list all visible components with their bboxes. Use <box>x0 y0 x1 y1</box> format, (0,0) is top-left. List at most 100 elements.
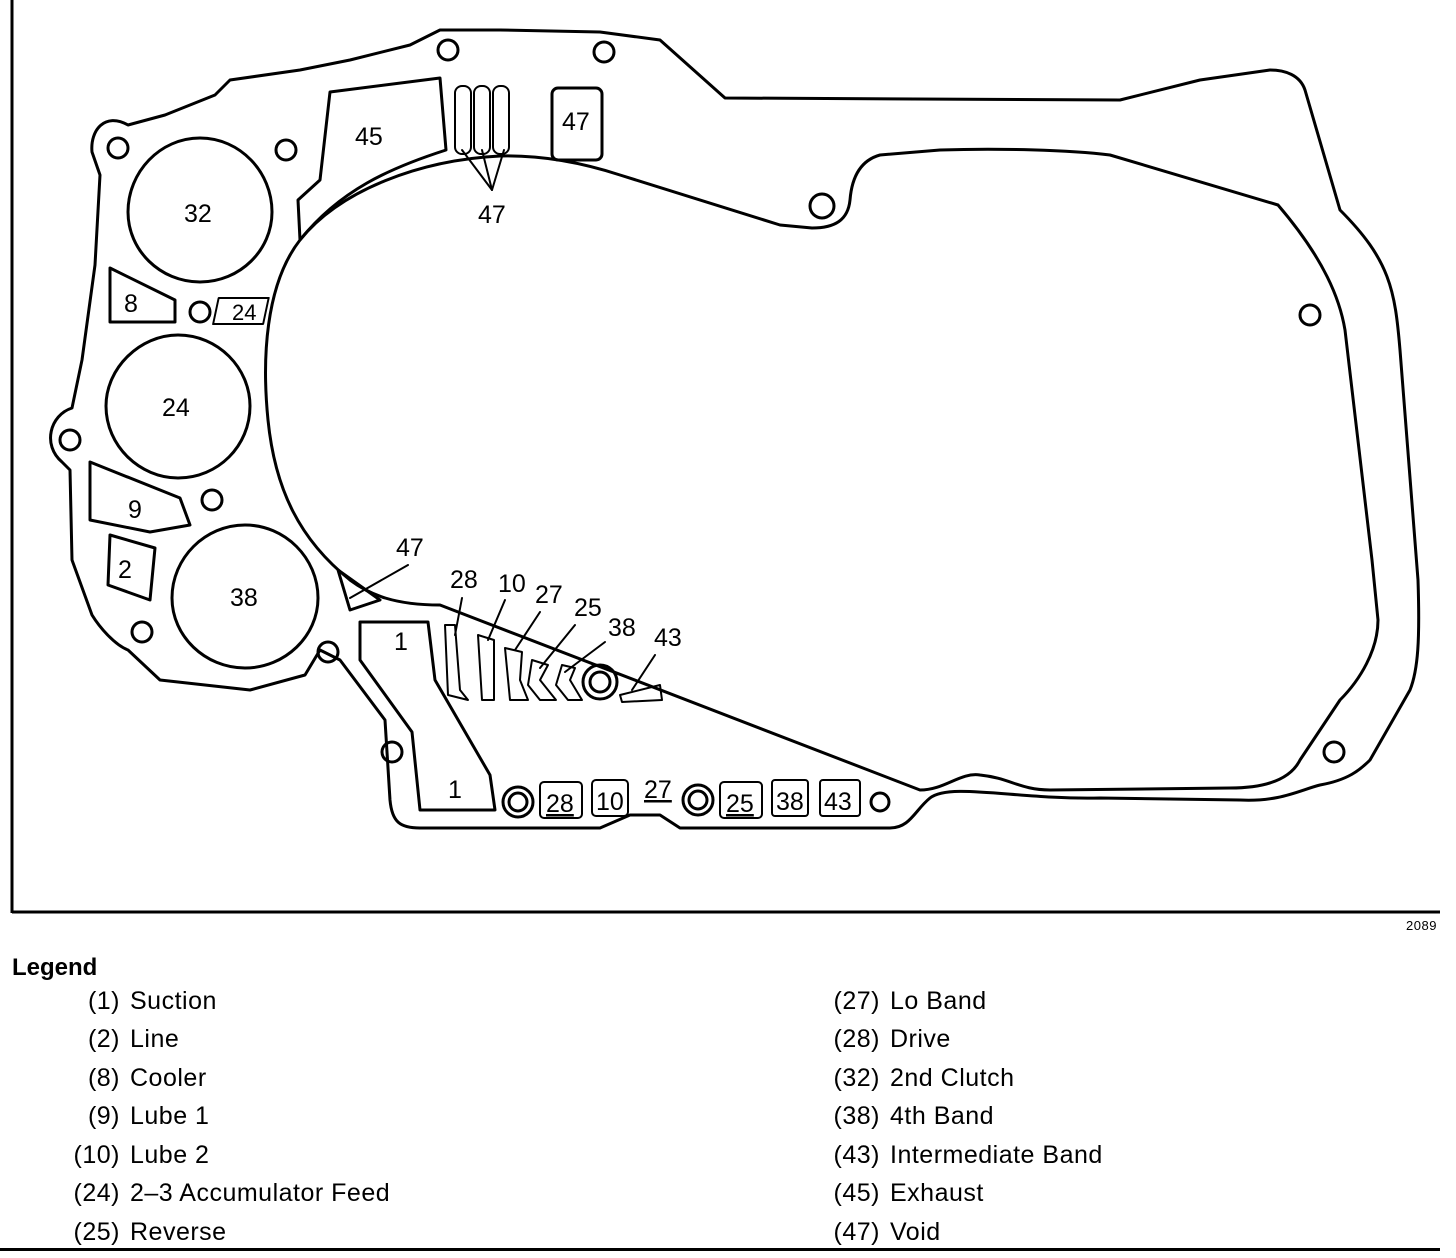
legend-item: (24)2–3 Accumulator Feed <box>40 1175 390 1214</box>
dowel-ring <box>681 783 715 817</box>
gasket-inner-opening <box>264 147 1380 792</box>
passage <box>555 664 583 701</box>
leader-line <box>454 597 463 636</box>
legend-number: (47) <box>833 1217 880 1246</box>
label-24: 24 <box>162 394 190 422</box>
bolt-holes <box>58 38 1346 813</box>
legend-number: (38) <box>833 1102 880 1131</box>
dowel-ring <box>588 670 612 694</box>
bolt-hole <box>316 640 340 664</box>
port-box <box>539 781 583 819</box>
legend-name: Lube 1 <box>130 1102 210 1131</box>
bolt-hole <box>436 38 460 62</box>
legend-number: (28) <box>833 1025 880 1054</box>
chamber-38-outline <box>170 523 320 670</box>
legend-item: (25) Reverse <box>40 1213 390 1252</box>
label-slant-43: 43 <box>654 624 682 652</box>
label-bottom-43: 43 <box>824 788 852 816</box>
port-box <box>819 779 861 817</box>
legend-number: (2) <box>87 1025 120 1054</box>
chamber-labels: 45 47 47 32 8 24 24 9 2 38 47 1 1 28 10 … <box>118 108 852 818</box>
passage <box>527 659 557 701</box>
leader-line <box>564 641 606 673</box>
chamber-1-outline <box>358 620 497 812</box>
legend-number: (43) <box>833 1140 880 1169</box>
dowel-rings <box>501 663 715 819</box>
gasket-diagram: 45 47 47 32 8 24 24 9 2 38 47 1 1 28 10 … <box>10 0 1440 914</box>
label-47-top: 47 <box>562 108 590 136</box>
label-8: 8 <box>124 290 138 318</box>
passage <box>619 684 663 703</box>
chamber-9-outline <box>88 460 192 534</box>
label-38: 38 <box>230 584 258 612</box>
legend-left-column: (1)Suction (2)Line (8)Cooler (9) Lube 1 (… <box>40 982 390 1252</box>
legend-name: Lube 2 <box>130 1140 210 1169</box>
label-9: 9 <box>128 496 142 524</box>
legend-name: Exhaust <box>890 1179 984 1208</box>
chamber-8-outline <box>108 266 177 324</box>
bolt-hole <box>200 488 224 512</box>
legend-number: (9) <box>87 1102 120 1131</box>
leader-line <box>461 149 493 191</box>
dowel-ring <box>507 791 529 813</box>
legend-number: (25) <box>73 1217 120 1246</box>
label-slant-10: 10 <box>498 570 526 598</box>
label-1-lower: 1 <box>448 776 462 804</box>
bolt-hole <box>274 138 298 162</box>
gasket-outer-outline <box>49 28 1421 830</box>
label-24-small: 24 <box>232 300 256 325</box>
legend-item: (47)Void <box>800 1213 1103 1252</box>
bottom-port-boxes <box>539 779 861 819</box>
legend-name: 2nd Clutch <box>890 1063 1015 1092</box>
legend-number: (45) <box>833 1179 880 1208</box>
chamber-45-outline <box>296 76 448 242</box>
label-slant-38: 38 <box>608 614 636 642</box>
legend-item: (2)Line <box>40 1021 390 1060</box>
port-box <box>771 779 809 817</box>
chamber-2-outline <box>106 533 157 602</box>
void-finger <box>473 85 491 155</box>
leader-line <box>514 611 541 651</box>
port-box <box>591 779 629 817</box>
leader-line <box>349 564 409 599</box>
legend-item: (10) Lube 2 <box>40 1136 390 1175</box>
label-45: 45 <box>355 123 383 151</box>
port-box <box>719 781 763 819</box>
legend-right-column: (27)Lo Band (28)Drive (32)2nd Clutch (38… <box>800 982 1103 1252</box>
leader-line <box>491 149 505 191</box>
bolt-hole <box>1298 303 1322 327</box>
legend-name: Reverse <box>130 1217 227 1246</box>
label-47-arrow: 47 <box>478 201 506 229</box>
legend-item: (32)2nd Clutch <box>800 1059 1103 1098</box>
bolt-hole <box>592 40 616 64</box>
legend-name: Lo Band <box>890 986 987 1015</box>
leader-line <box>631 654 656 691</box>
void-finger <box>492 85 510 155</box>
legend-number: (1) <box>87 986 120 1015</box>
label-slant-28: 28 <box>450 566 478 594</box>
label-47-mid: 47 <box>396 534 424 562</box>
chamber-47-top-box <box>550 86 604 162</box>
legend-item: (45) Exhaust <box>800 1175 1103 1214</box>
label-2: 2 <box>118 556 132 584</box>
label-bottom-28: 28 <box>546 790 574 818</box>
passage <box>444 624 469 701</box>
label-bottom-27: 27 <box>644 776 672 804</box>
bolt-hole <box>808 192 836 220</box>
label-bottom-25: 25 <box>726 790 754 818</box>
legend-number: (10) <box>73 1140 120 1169</box>
label-32: 32 <box>184 200 212 228</box>
legend-item: (43)Intermediate Band <box>800 1136 1103 1175</box>
void-finger <box>454 85 472 155</box>
label-leaders <box>349 564 656 691</box>
chamber-47-mid-outline <box>336 568 382 612</box>
bottom-divider <box>0 1248 1440 1251</box>
void-fingers <box>454 85 510 191</box>
bolt-hole <box>58 428 82 452</box>
chamber-24-small-box <box>212 297 270 325</box>
legend-item: (27)Lo Band <box>800 982 1103 1021</box>
legend-item: (8)Cooler <box>40 1059 390 1098</box>
legend-title: Legend <box>12 954 98 981</box>
legend-item: (1)Suction <box>40 982 390 1021</box>
leader-line <box>487 599 506 641</box>
